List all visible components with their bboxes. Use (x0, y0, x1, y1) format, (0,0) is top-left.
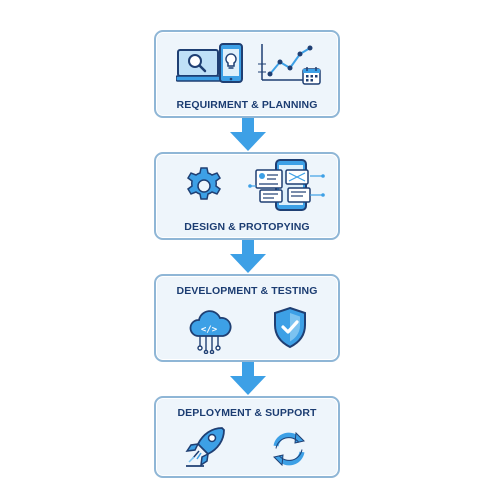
flow-arrow (230, 362, 266, 396)
stage-deployment-support: DEPLOYMENT & SUPPORT (154, 396, 340, 478)
wireframe-mobile-icon (248, 158, 328, 212)
shield-check-icon (272, 306, 308, 350)
stage-development-testing: DEVELOPMENT & TESTING </> (154, 274, 340, 362)
devices-search-icon (176, 42, 246, 90)
stage-label: DEVELOPMENT & TESTING (176, 285, 318, 297)
stage-label: REQUIRMENT & PLANNING (176, 99, 318, 111)
calendar-icon (302, 66, 322, 86)
rocket-icon (182, 424, 228, 470)
gear-icon (184, 166, 224, 206)
cloud-code-icon: </> (188, 308, 232, 354)
stage-label: DESIGN & PROTOPYING (184, 221, 310, 233)
flow-arrow (230, 240, 266, 274)
stage-design-prototyping: DESIGN & PROTOPYING (154, 152, 340, 240)
stage-requirement-planning: REQUIRMENT & PLANNING (154, 30, 340, 118)
stage-label: DEPLOYMENT & SUPPORT (177, 407, 317, 419)
refresh-icon (268, 428, 310, 470)
svg-text:</>: </> (201, 325, 218, 335)
line-chart-icon (258, 40, 324, 86)
flow-arrow (230, 118, 266, 152)
